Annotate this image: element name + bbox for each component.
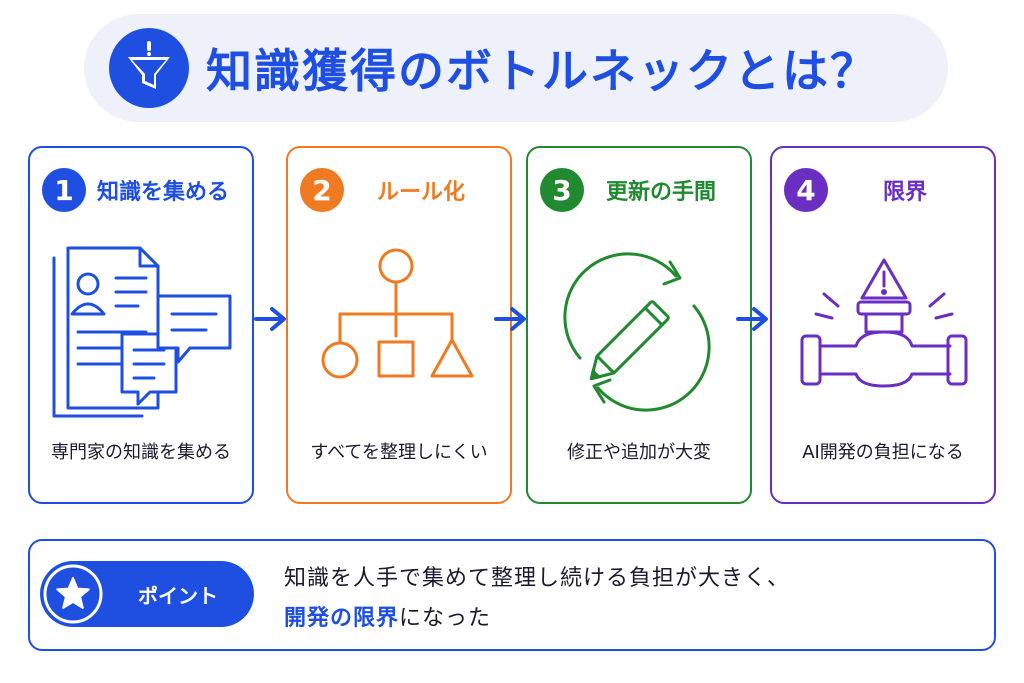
step-title-2: ルール化: [376, 180, 465, 205]
star-icon: [43, 564, 103, 624]
point-text-rest: になった: [399, 606, 492, 631]
page-title: 知識獲得のボトルネックとは？: [206, 44, 878, 98]
point-badge: ポイント: [40, 561, 254, 627]
step-title-4: 限界: [882, 180, 927, 205]
step-card-2: 2 ルール化 すべてを整理しにくい: [286, 146, 512, 504]
pencil-refresh-icon: [563, 252, 711, 412]
step-caption-3: 修正や追加が大変: [567, 442, 711, 463]
step-title-3: 更新の手間: [605, 180, 716, 205]
step-title-1: 知識を集める: [96, 180, 229, 205]
point-highlight: 開発の限界: [284, 606, 400, 631]
step-number-4: 4: [784, 168, 828, 212]
step-card-4: 4 限界 AI開発の負担になる: [770, 146, 996, 504]
point-text-line-1: 知識を人手で集めて整理し続ける負担が大きく、: [284, 566, 791, 591]
hierarchy-shapes-icon: [321, 248, 474, 379]
documents-chat-icon: [52, 246, 232, 418]
arrow-right-icon: [494, 307, 526, 331]
point-label: ポイント: [138, 583, 218, 608]
step-card-1: 1 知識を集める 専門家の知識を集める: [28, 146, 254, 504]
step-number-2: 2: [300, 168, 344, 212]
step-card-3: 3 更新の手間 修正や追加が大変: [526, 146, 752, 504]
step-number-3: 3: [540, 168, 584, 212]
funnel-warning-icon: [109, 28, 189, 108]
arrow-right-icon: [254, 307, 286, 331]
pipe-warning-icon: [800, 258, 968, 388]
step-caption-4: AI開発の負担になる: [802, 442, 964, 463]
step-caption-1: 専門家の知識を集める: [51, 442, 231, 463]
title-banner: [84, 14, 948, 122]
step-caption-2: すべてを整理しにくい: [310, 442, 488, 463]
step-number-1: 1: [42, 168, 86, 212]
arrow-right-icon: [736, 307, 768, 331]
point-box: [28, 539, 996, 651]
point-text-line-2: 開発の限界になった: [284, 600, 491, 632]
